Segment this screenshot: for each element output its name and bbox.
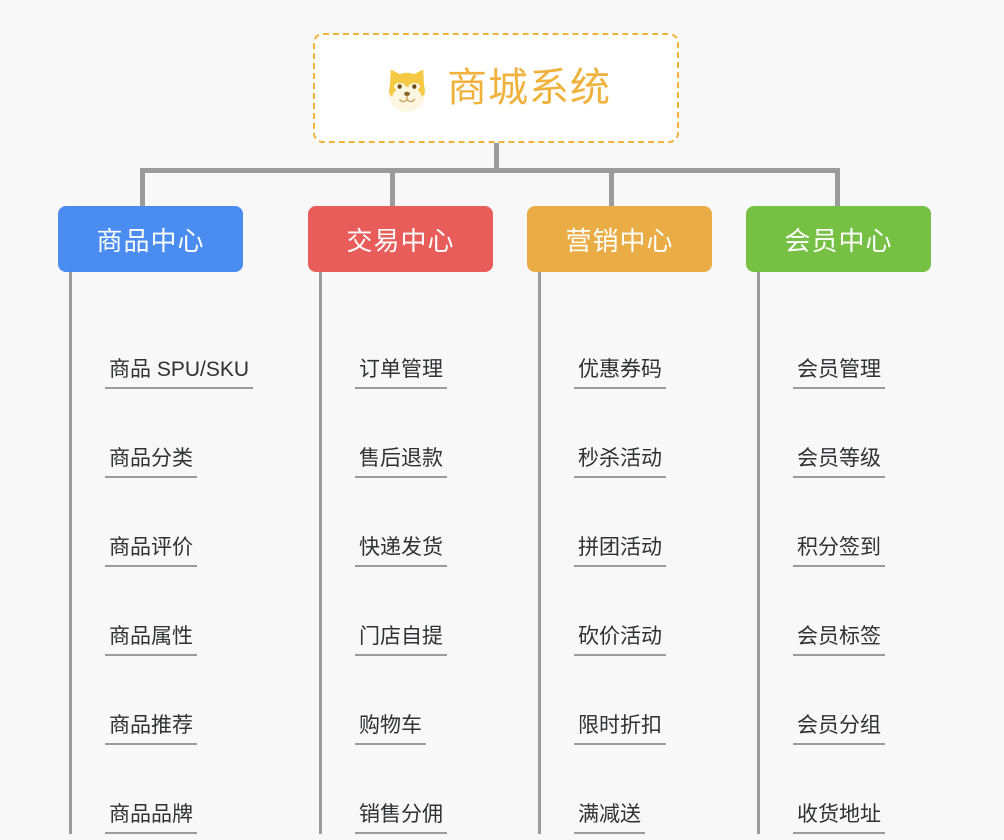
list-item[interactable]: 商品分类 [72, 389, 258, 478]
leaf-label: 限时折扣 [574, 714, 666, 745]
leaf-label: 砍价活动 [574, 625, 666, 656]
leaf-label: 满减送 [574, 803, 645, 834]
list-item[interactable]: 限时折扣 [541, 656, 727, 745]
leaf-label: 积分签到 [793, 536, 885, 567]
leaf-label: 拼团活动 [574, 536, 666, 567]
list-item[interactable]: 收货地址 [760, 745, 946, 834]
leaf-label: 快递发货 [355, 536, 447, 567]
leaf-label: 商品 SPU/SKU [105, 358, 254, 389]
list-item[interactable]: 购物车 [322, 656, 508, 745]
category-header-3[interactable]: 营销中心 [527, 206, 712, 272]
list-item[interactable]: 销售分佣 [322, 745, 508, 834]
list-item[interactable]: 商品评价 [72, 478, 258, 567]
branch-column-3: 营销中心 优惠券码 秒杀活动 拼团活动 砍价活动 限时折扣 满减送 [527, 206, 727, 834]
leaf-label: 秒杀活动 [574, 447, 666, 478]
bus-drop-1 [140, 168, 145, 208]
root-node[interactable]: 商城系统 [313, 33, 679, 143]
category-label-1: 商品中心 [96, 225, 205, 256]
leaf-list-3: 优惠券码 秒杀活动 拼团活动 砍价活动 限时折扣 满减送 [538, 272, 727, 834]
list-item[interactable]: 满减送 [541, 745, 727, 834]
list-item[interactable]: 快递发货 [322, 478, 508, 567]
leaf-label: 商品分类 [105, 447, 197, 478]
category-header-1[interactable]: 商品中心 [58, 206, 243, 272]
leaf-label: 商品评价 [105, 536, 197, 567]
list-item[interactable]: 会员等级 [760, 389, 946, 478]
list-item[interactable]: 商品 SPU/SKU [72, 300, 258, 389]
list-item[interactable]: 商品品牌 [72, 745, 258, 834]
list-item[interactable]: 会员分组 [760, 656, 946, 745]
leaf-label: 会员等级 [793, 447, 885, 478]
leaf-label: 销售分佣 [355, 803, 447, 834]
list-item[interactable]: 会员管理 [760, 300, 946, 389]
list-item[interactable]: 商品属性 [72, 567, 258, 656]
list-item[interactable]: 优惠券码 [541, 300, 727, 389]
leaf-list-2: 订单管理 售后退款 快递发货 门店自提 购物车 销售分佣 [319, 272, 508, 834]
branch-column-4: 会员中心 会员管理 会员等级 积分签到 会员标签 会员分组 收货地址 [746, 206, 946, 834]
category-header-4[interactable]: 会员中心 [746, 206, 931, 272]
list-item[interactable]: 积分签到 [760, 478, 946, 567]
bus-drop-3 [609, 168, 614, 208]
list-item[interactable]: 订单管理 [322, 300, 508, 389]
leaf-label: 商品属性 [105, 625, 197, 656]
list-item[interactable]: 会员标签 [760, 567, 946, 656]
leaf-label: 优惠券码 [574, 358, 666, 389]
list-item[interactable]: 秒杀活动 [541, 389, 727, 478]
leaf-label: 门店自提 [355, 625, 447, 656]
branch-column-2: 交易中心 订单管理 售后退款 快递发货 门店自提 购物车 销售分佣 [308, 206, 508, 834]
leaf-label: 会员管理 [793, 358, 885, 389]
leaf-label: 收货地址 [793, 803, 885, 834]
leaf-label: 售后退款 [355, 447, 447, 478]
list-item[interactable]: 砍价活动 [541, 567, 727, 656]
category-label-4: 会员中心 [784, 225, 893, 256]
root-title: 商城系统 [447, 66, 611, 110]
list-item[interactable]: 商品推荐 [72, 656, 258, 745]
bus-drop-2 [390, 168, 395, 208]
leaf-label: 商品推荐 [105, 714, 197, 745]
list-item[interactable]: 门店自提 [322, 567, 508, 656]
leaf-list-1: 商品 SPU/SKU 商品分类 商品评价 商品属性 商品推荐 商品品牌 [69, 272, 258, 834]
category-label-2: 交易中心 [346, 225, 455, 256]
bus-drop-4 [835, 168, 840, 208]
shiba-dog-icon [381, 63, 433, 115]
trunk-connector [494, 143, 499, 170]
leaf-label: 商品品牌 [105, 803, 197, 834]
list-item[interactable]: 售后退款 [322, 389, 508, 478]
list-item[interactable]: 拼团活动 [541, 478, 727, 567]
category-header-2[interactable]: 交易中心 [308, 206, 493, 272]
bus-connector [140, 168, 840, 173]
leaf-label: 会员标签 [793, 625, 885, 656]
leaf-label: 订单管理 [355, 358, 447, 389]
leaf-label: 会员分组 [793, 714, 885, 745]
leaf-label: 购物车 [355, 714, 426, 745]
branch-column-1: 商品中心 商品 SPU/SKU 商品分类 商品评价 商品属性 商品推荐 商品品牌 [58, 206, 258, 834]
category-label-3: 营销中心 [565, 225, 674, 256]
leaf-list-4: 会员管理 会员等级 积分签到 会员标签 会员分组 收货地址 [757, 272, 946, 834]
